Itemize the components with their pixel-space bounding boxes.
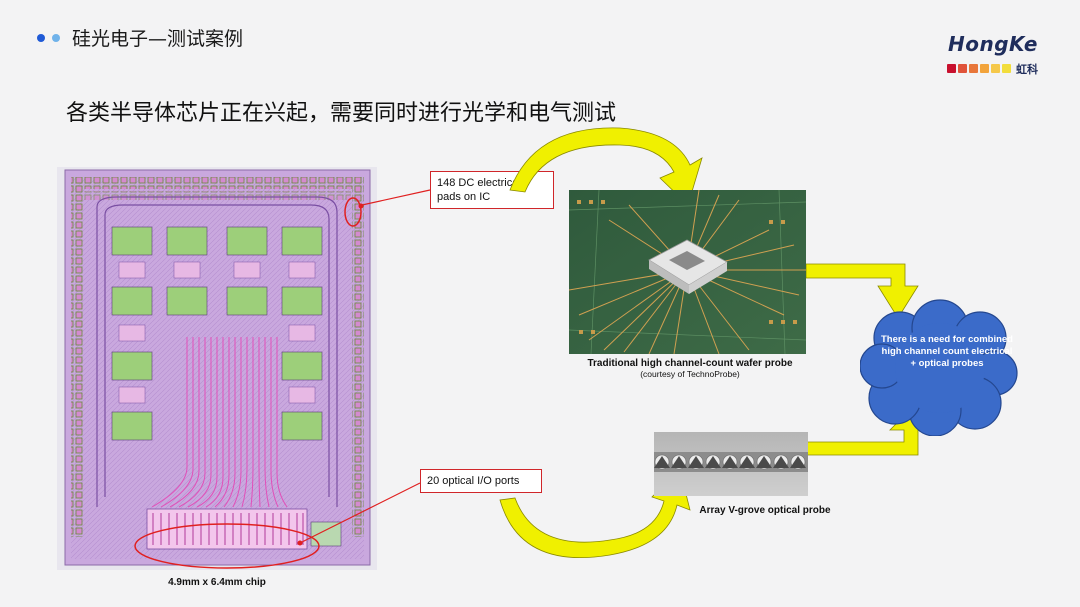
- logo-square: [1002, 64, 1011, 73]
- callout-dc-pads: 148 DC electrical pads on IC: [430, 171, 554, 209]
- logo-square: [980, 64, 989, 73]
- logo-square: [947, 64, 956, 73]
- dc-pads-pointer: [361, 189, 431, 206]
- chip-layout-image: [57, 167, 377, 570]
- dc-pads-pointer-dot: [358, 203, 364, 209]
- callout-optical-ports: 20 optical I/O ports: [420, 469, 542, 493]
- arrow-to-wafer-probe: [509, 127, 703, 206]
- need-cloud: [860, 299, 1018, 436]
- logo-brand: HongKe: [947, 32, 1038, 56]
- optical-ports-pointer-dot: [297, 540, 303, 546]
- chip-caption: 4.9mm x 6.4mm chip: [57, 577, 377, 588]
- vgroove-caption: Array V-grove optical probe: [690, 505, 840, 516]
- wafer-probe-photo: [569, 190, 806, 354]
- wafer-probe-caption-sub: (courtesy of TechnoProbe): [640, 369, 740, 379]
- hongke-logo: HongKe 虹科: [947, 32, 1038, 77]
- logo-square: [969, 64, 978, 73]
- header-dot-2: [52, 34, 60, 42]
- optical-ports-pointer: [299, 482, 421, 544]
- page-title: 硅光电子—测试案例: [72, 28, 244, 50]
- arrow-photo-to-cloud: [805, 263, 919, 319]
- logo-square: [991, 64, 1000, 73]
- logo-square: [958, 64, 967, 73]
- vgroove-probe-image: [654, 432, 808, 496]
- chip-caption-text: 4.9mm x 6.4mm chip: [168, 577, 266, 588]
- vgroove-caption-text: Array V-grove optical probe: [699, 505, 831, 516]
- logo-subtitle: 虹科: [1016, 62, 1038, 76]
- cloud-text: There is a need for combined high channe…: [881, 334, 1013, 369]
- wafer-probe-caption: Traditional high channel-count wafer pro…: [560, 358, 820, 379]
- slide-headline: 各类半导体芯片正在兴起，需要同时进行光学和电气测试: [66, 101, 617, 126]
- wafer-probe-caption-main: Traditional high channel-count wafer pro…: [587, 358, 793, 369]
- header-dot-1: [37, 34, 45, 42]
